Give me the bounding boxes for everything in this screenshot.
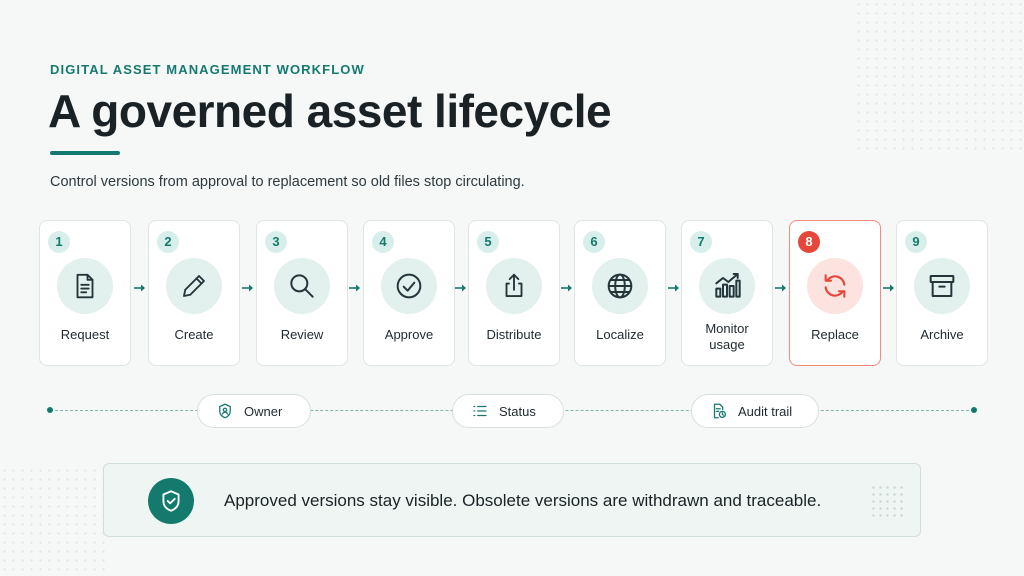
arrow-right-icon — [775, 284, 786, 292]
arrow-right-icon — [668, 284, 679, 292]
step-label: Distribute — [486, 327, 542, 342]
eyebrow-label: DIGITAL ASSET MANAGEMENT WORKFLOW — [50, 62, 365, 77]
pill-label: Audit trail — [738, 403, 793, 419]
archive-box-icon — [914, 258, 970, 314]
decorative-dots — [0, 466, 110, 576]
step-card-approve: 4 Approve — [363, 220, 455, 366]
audit-clock-icon — [710, 402, 728, 420]
pill-label: Owner — [244, 403, 283, 419]
step-number: 7 — [690, 231, 712, 253]
step-label: Approve — [384, 327, 434, 342]
governance-pill-status: Status — [452, 394, 564, 428]
step-label: Replace — [811, 327, 859, 342]
title-underline — [50, 151, 120, 155]
step-card-replace: 8 Replace — [789, 220, 881, 366]
step-card-archive: 9 Archive — [896, 220, 988, 366]
governance-pill-owner: Owner — [197, 394, 311, 428]
timeline-start-dot — [47, 407, 53, 413]
globe-icon — [592, 258, 648, 314]
step-number: 5 — [477, 231, 499, 253]
magnifier-icon — [274, 258, 330, 314]
banner-text: Approved versions stay visible. Obsolete… — [224, 491, 822, 510]
step-card-monitor-usage: 7 Monitor usage — [681, 220, 773, 366]
pencil-icon — [166, 258, 222, 314]
step-number: 3 — [265, 231, 287, 253]
decorative-dots — [870, 484, 904, 518]
arrow-right-icon — [455, 284, 466, 292]
arrow-right-icon — [134, 284, 145, 292]
pill-label: Status — [499, 403, 536, 419]
step-number: 6 — [583, 231, 605, 253]
document-icon — [57, 258, 113, 314]
arrow-right-icon — [561, 284, 572, 292]
arrow-right-icon — [349, 284, 360, 292]
check-circle-icon — [381, 258, 437, 314]
step-label: Review — [280, 327, 324, 342]
user-shield-icon — [216, 402, 234, 420]
step-card-create: 2 Create — [148, 220, 240, 366]
step-number: 2 — [157, 231, 179, 253]
arrow-right-icon — [883, 284, 894, 292]
step-label: Monitor usage — [705, 321, 749, 352]
step-label: Localize — [596, 327, 644, 342]
step-label: Archive — [920, 327, 964, 342]
arrow-right-icon — [242, 284, 253, 292]
shield-check-icon — [148, 478, 194, 524]
step-number: 9 — [905, 231, 927, 253]
step-label: Create — [174, 327, 214, 342]
page-title: A governed asset lifecycle — [48, 85, 612, 137]
step-card-review: 3 Review — [256, 220, 348, 366]
step-label: Request — [60, 327, 110, 342]
summary-banner: Approved versions stay visible. Obsolete… — [103, 463, 921, 537]
bar-chart-icon — [699, 258, 755, 314]
refresh-icon — [807, 258, 863, 314]
timeline-end-dot — [971, 407, 977, 413]
page-subtitle: Control versions from approval to replac… — [50, 174, 525, 190]
step-card-request: 1 Request — [39, 220, 131, 366]
governance-pill-audit-trail: Audit trail — [691, 394, 819, 428]
step-number: 1 — [48, 231, 70, 253]
step-card-localize: 6 Localize — [574, 220, 666, 366]
step-number: 8 — [798, 231, 820, 253]
list-icon — [471, 402, 489, 420]
decorative-dots — [854, 0, 1024, 150]
step-card-distribute: 5 Distribute — [468, 220, 560, 366]
share-icon — [486, 258, 542, 314]
step-number: 4 — [372, 231, 394, 253]
